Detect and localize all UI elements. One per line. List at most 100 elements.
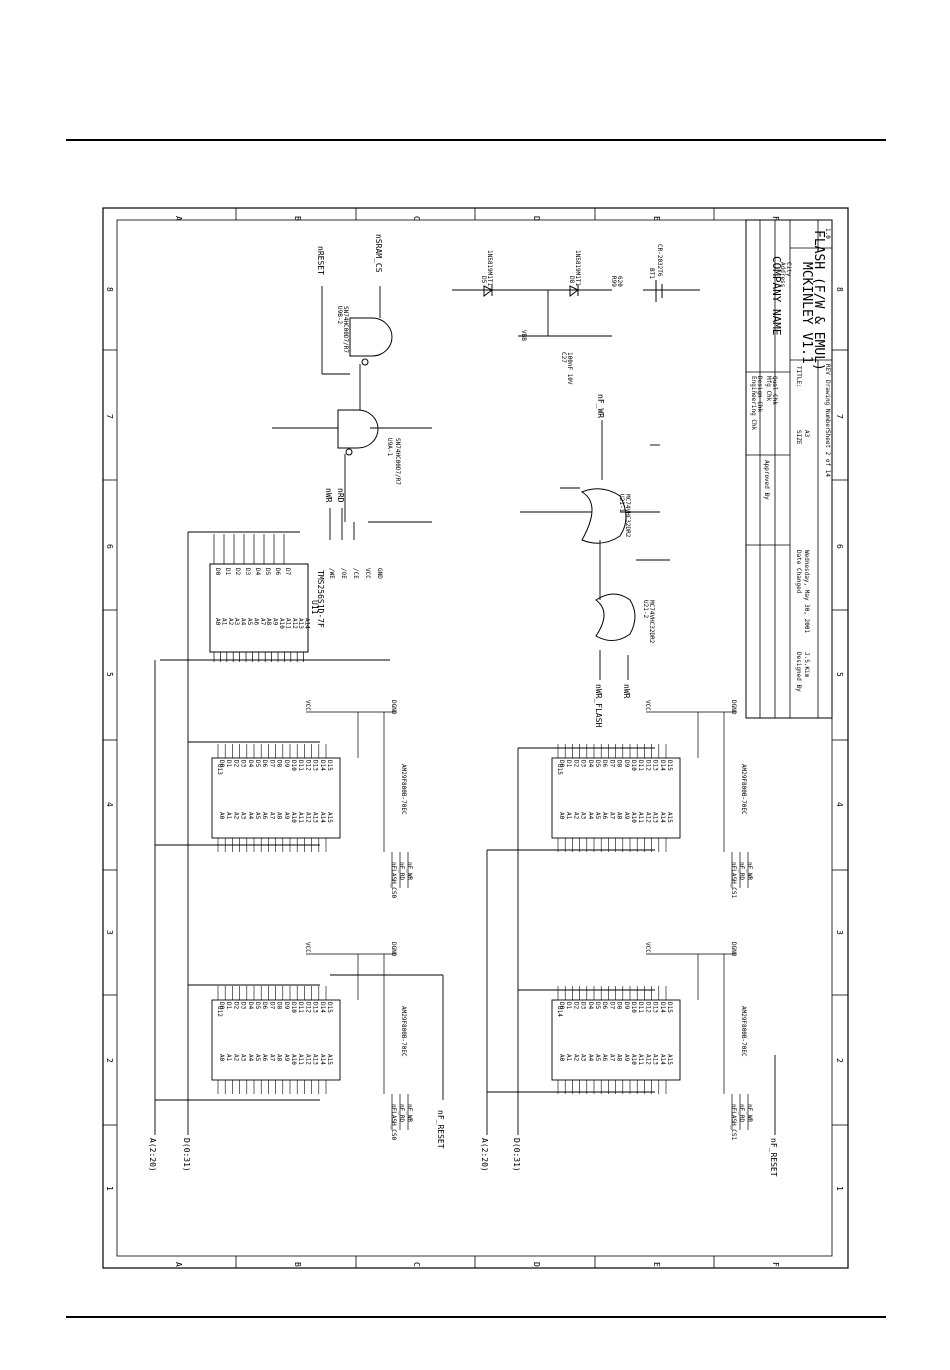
col-number: 8 xyxy=(835,287,844,292)
flash-gnd-label: DGND xyxy=(390,942,397,957)
flash-we-label: nF_WR xyxy=(406,1104,413,1122)
net-data-bus-2: D(0:31) xyxy=(512,1138,521,1172)
flash-data-label: D12 xyxy=(304,760,311,771)
flash-addr-label: A11 xyxy=(637,812,644,823)
flash-data-label: D10 xyxy=(290,1002,297,1013)
flash-data-label: D3 xyxy=(580,1002,587,1010)
net-addr-bus-1: A(2:20) xyxy=(148,1138,157,1172)
flash-addr-label: A14 xyxy=(659,1054,666,1065)
col-number: 5 xyxy=(835,672,844,677)
flash-oe-label: nF_RD xyxy=(398,862,405,880)
flash-we-label: nF_WR xyxy=(746,1104,753,1122)
flash-data-label: D13 xyxy=(652,760,659,771)
flash-addr-label: A5 xyxy=(594,1054,601,1062)
col-number: 2 xyxy=(105,1058,114,1063)
flash-addr-label: A8 xyxy=(276,1054,283,1062)
flash-ref: U14 xyxy=(556,1006,563,1017)
flash-addr-label: A15 xyxy=(666,812,673,823)
sram-data-label: D4 xyxy=(254,568,261,576)
flash-data-label: D5 xyxy=(594,760,601,768)
tb-check-row: Design Chk xyxy=(756,376,763,413)
flash-addr-label: A12 xyxy=(644,812,651,823)
flash-ref: U12 xyxy=(216,1006,223,1017)
flash-data-label: D1 xyxy=(565,1002,572,1010)
frame-outer xyxy=(102,207,849,1269)
gate-u9a xyxy=(337,409,379,456)
flash-addr-label: A9 xyxy=(283,1054,290,1062)
tb-address-1: Address xyxy=(779,262,786,288)
sram-ctrl-label: /OE xyxy=(340,568,347,579)
flash-part: AM29F800B-70EC xyxy=(400,1006,407,1057)
d8-part: 1N5819M1T1 xyxy=(574,250,581,287)
flash-addr-label: A5 xyxy=(254,1054,261,1062)
row-letter: E xyxy=(652,1262,661,1267)
flash-data-label: D12 xyxy=(644,760,651,771)
flash-oe-label: nF_RD xyxy=(738,1104,745,1122)
flash-data-label: D6 xyxy=(261,1002,268,1010)
u9a-ref: U9A-1 xyxy=(386,438,393,456)
col-number: 7 xyxy=(835,414,844,419)
flash-addr-label: A14 xyxy=(319,1054,326,1065)
flash-data-label: D8 xyxy=(616,760,623,768)
flash-data-label: D3 xyxy=(240,760,247,768)
title-block: COMPANY NAME Address City TITLE: MCKINLE… xyxy=(745,219,833,719)
flash-ref: U13 xyxy=(216,764,223,775)
col-numbers-left: 8 7 6 5 4 3 2 1 xyxy=(105,287,114,1191)
flash-addr-label: A9 xyxy=(623,1054,630,1062)
flash-addr-label: A0 xyxy=(218,812,225,820)
sram-data-label: D5 xyxy=(264,568,271,576)
flash-data-label: D5 xyxy=(254,1002,261,1010)
flash-ref: U15 xyxy=(556,764,563,775)
flash-cs-label: nFLASH_CS1 xyxy=(730,1104,737,1141)
sram-addr-label: A11 xyxy=(284,618,291,629)
row-letter: D xyxy=(532,1262,541,1267)
flash-addr-label: A12 xyxy=(304,1054,311,1065)
tb-title-line-1: MCKINLEY V1.1 xyxy=(799,262,814,364)
sram-addr-label: A6 xyxy=(252,618,259,626)
flash-data-label: D5 xyxy=(254,760,261,768)
flash-data-label: D7 xyxy=(268,760,275,768)
row-letter: A xyxy=(174,1262,183,1267)
u21b-part: MC74VHC32DR2 xyxy=(648,600,655,644)
net-nwr-flash: nWR_FLASH xyxy=(594,684,603,728)
flash-data-label: D2 xyxy=(572,1002,579,1010)
flash-addr-label: A13 xyxy=(652,812,659,823)
flash-data-label: D7 xyxy=(268,1002,275,1010)
tb-rev-value: 1.0 xyxy=(824,228,831,239)
flash-addr-label: A9 xyxy=(283,812,290,820)
col-numbers-right: 8 7 6 5 4 3 2 1 xyxy=(835,287,844,1191)
flash-data-label: D14 xyxy=(659,1002,666,1013)
flash-data-label: D13 xyxy=(312,1002,319,1013)
header-rule xyxy=(66,139,886,141)
flash-addr-label: A0 xyxy=(558,1054,565,1062)
flash-addr-label: A15 xyxy=(326,1054,333,1065)
tb-title-line-2: FLASH (F/W & EMUL) xyxy=(811,230,826,371)
tb-rev-label: REV xyxy=(824,364,831,375)
net-nsram-cs: nSRAM_CS xyxy=(374,234,383,273)
flash-gnd-label: DGND xyxy=(730,700,737,715)
d5-ref: D5 xyxy=(480,276,487,284)
flash-addr-label: A1 xyxy=(565,812,572,820)
flash-gnd-label: DGND xyxy=(730,942,737,957)
row-letter: F xyxy=(771,1262,780,1267)
flash-data-label: D8 xyxy=(276,760,283,768)
tb-sheet: Sheet 2 of 14 xyxy=(824,430,831,477)
battery-bt1-icon xyxy=(655,280,663,302)
flash-addr-label: A1 xyxy=(225,1054,232,1062)
flash-addr-label: A3 xyxy=(580,1054,587,1062)
flash-data-label: D0 xyxy=(558,1002,565,1010)
row-letters-bottom: A B C D E F xyxy=(174,1262,780,1267)
sram-addr-label: A1 xyxy=(220,618,227,626)
tb-approved-label: Approved By xyxy=(763,460,770,500)
col-number: 4 xyxy=(105,802,114,807)
flash-data-label: D6 xyxy=(601,760,608,768)
flash-data-label: D11 xyxy=(637,1002,644,1013)
flash-vcc-label: VCC xyxy=(304,942,311,953)
net-nf-reset-1: nF_RESET xyxy=(436,1110,445,1149)
flash-data-label: D12 xyxy=(644,1002,651,1013)
flash-data-label: D2 xyxy=(232,760,239,768)
flash-data-label: D3 xyxy=(240,1002,247,1010)
flash-data-label: D0 xyxy=(218,760,225,768)
flash-data-label: D8 xyxy=(276,1002,283,1010)
